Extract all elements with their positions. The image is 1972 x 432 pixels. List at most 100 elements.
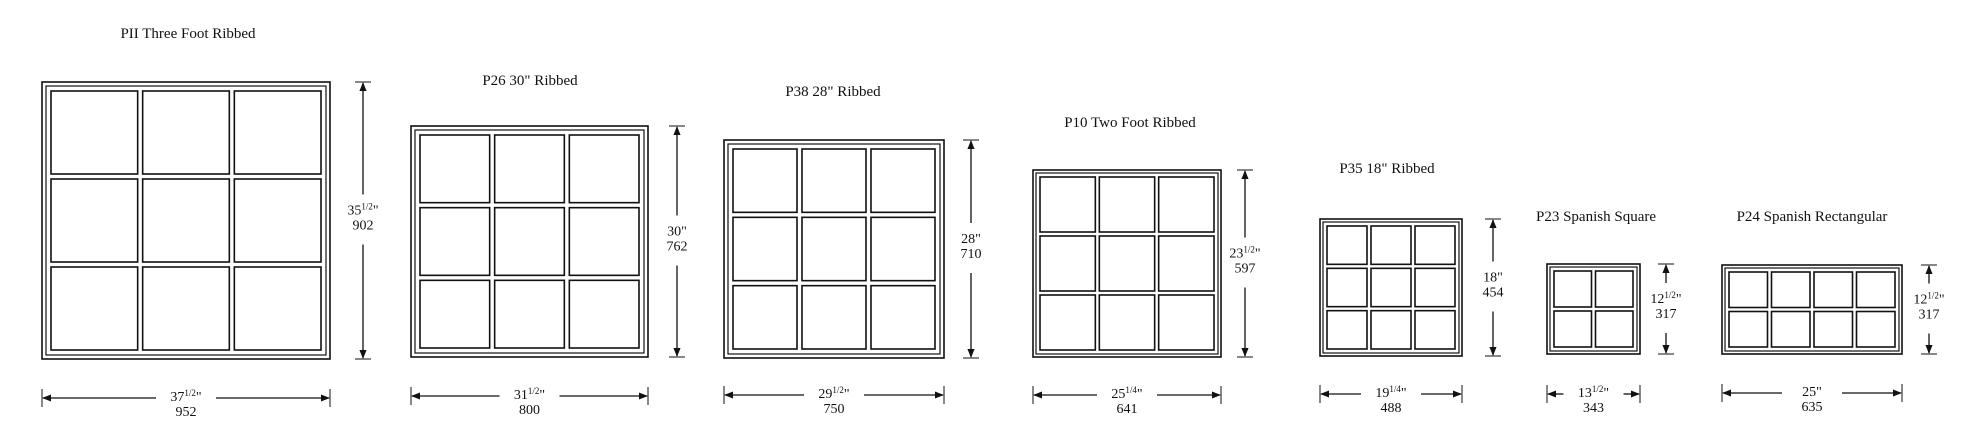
panel-cell [1326,267,1368,308]
panel-outer-frame [410,125,649,358]
panel-cell [1414,309,1456,350]
height-imperial-label: 121/2" [1913,291,1944,308]
panel-cell [732,148,798,214]
panel-cell [50,266,139,351]
height-imperial-label: 351/2" [347,202,378,219]
panel-cell [1414,267,1456,308]
panel-cell [1157,235,1215,292]
panel-inner-frame [1035,172,1219,355]
height-imperial-label: 231/2" [1229,245,1260,262]
width-imperial-whole: 19 [1375,386,1389,401]
panel-outer-frame [723,139,945,359]
panel-cell [870,284,936,350]
width-imperial-suffix: " [196,390,202,405]
panel-cell [1813,271,1854,309]
panel-cell [1728,310,1769,348]
height-metric-label: 317 [1656,307,1677,322]
panel-cell [1855,310,1896,348]
width-metric-label: 641 [1117,402,1138,417]
height-imperial-suffix: " [1255,247,1261,262]
height-imperial-whole: 28" [961,232,981,247]
width-metric-label: 952 [176,405,197,420]
height-metric-label: 762 [667,240,688,255]
width-imperial-whole: 25" [1802,385,1822,400]
panel-inner-frame [45,85,327,356]
panel-cell [1326,309,1368,350]
width-imperial-label: 291/2" [818,385,849,402]
panel-title: P26 30" Ribbed [482,73,578,89]
panel-cell [1414,225,1456,266]
panel-cell [141,178,231,263]
panel-cell [1770,271,1811,309]
height-imperial-whole: 35 [347,204,361,219]
panel-cell [1039,294,1097,351]
panel-cell [1728,271,1769,309]
panel-cell [50,178,139,263]
panel-cell [1098,235,1156,292]
width-imperial-fraction: 1/2 [832,385,844,395]
height-imperial-fraction: 1/2 [1664,290,1676,300]
panel-cell [233,178,322,263]
height-imperial-fraction: 1/2 [1243,245,1255,255]
width-imperial-whole: 31 [514,388,528,403]
width-metric-label: 343 [1583,401,1604,416]
panel-cell [1594,310,1634,348]
width-imperial-fraction: 1/4 [1389,384,1401,394]
width-imperial-label: 131/2" [1578,384,1609,401]
width-imperial-fraction: 1/2 [184,388,196,398]
panel-cell [1553,310,1593,348]
height-imperial-fraction: 1/2 [1927,291,1939,301]
panel-cell [493,279,566,349]
panel-title: P10 Two Foot Ribbed [1064,115,1196,131]
panel-cell [1813,310,1854,348]
panel-cell [419,134,491,204]
panel-cell [1770,310,1811,348]
panel-cell [1553,270,1593,308]
panel-cell [1098,294,1156,351]
panel-inner-frame [727,143,941,355]
panel-outer-frame [41,81,331,360]
width-imperial-whole: 37 [170,390,184,405]
panel-cell [1326,225,1368,266]
height-imperial-whole: 23 [1229,247,1243,262]
panel-cell [1594,270,1634,308]
panel-inner-frame [1322,221,1460,354]
panel-cell [1370,309,1412,350]
panel-cell [870,148,936,214]
panel-cell [1370,267,1412,308]
panel-cell [568,206,640,277]
height-imperial-label: 28" [961,232,981,247]
panel-cell [493,134,566,204]
panel-cell [233,266,322,351]
height-imperial-label: 30" [667,225,687,240]
panel-title: P38 28" Ribbed [785,84,881,100]
width-metric-label: 635 [1802,400,1823,415]
panel-title: P35 18" Ribbed [1339,161,1435,177]
height-imperial-suffix: " [373,204,379,219]
panel-cell [1039,176,1097,233]
panel-cell [1855,271,1896,309]
panel-cell [1157,176,1215,233]
height-imperial-whole: 12 [1650,292,1664,307]
height-metric-label: 454 [1483,286,1504,301]
panel-cell [419,206,491,277]
height-imperial-suffix: " [1676,292,1682,307]
width-imperial-whole: 13 [1578,386,1592,401]
panel-outer-frame [1546,263,1641,355]
panel-outer-frame [1032,169,1222,358]
width-imperial-label: 25" [1802,385,1822,400]
panel-cell [732,216,798,282]
height-metric-label: 317 [1919,308,1940,323]
height-metric-label: 902 [353,219,374,234]
panel-cell [870,216,936,282]
panel-cell [1157,294,1215,351]
height-metric-label: 710 [961,247,982,262]
panel-inner-frame [414,129,645,354]
panel-cell [141,90,231,175]
width-imperial-label: 311/2" [514,386,545,403]
